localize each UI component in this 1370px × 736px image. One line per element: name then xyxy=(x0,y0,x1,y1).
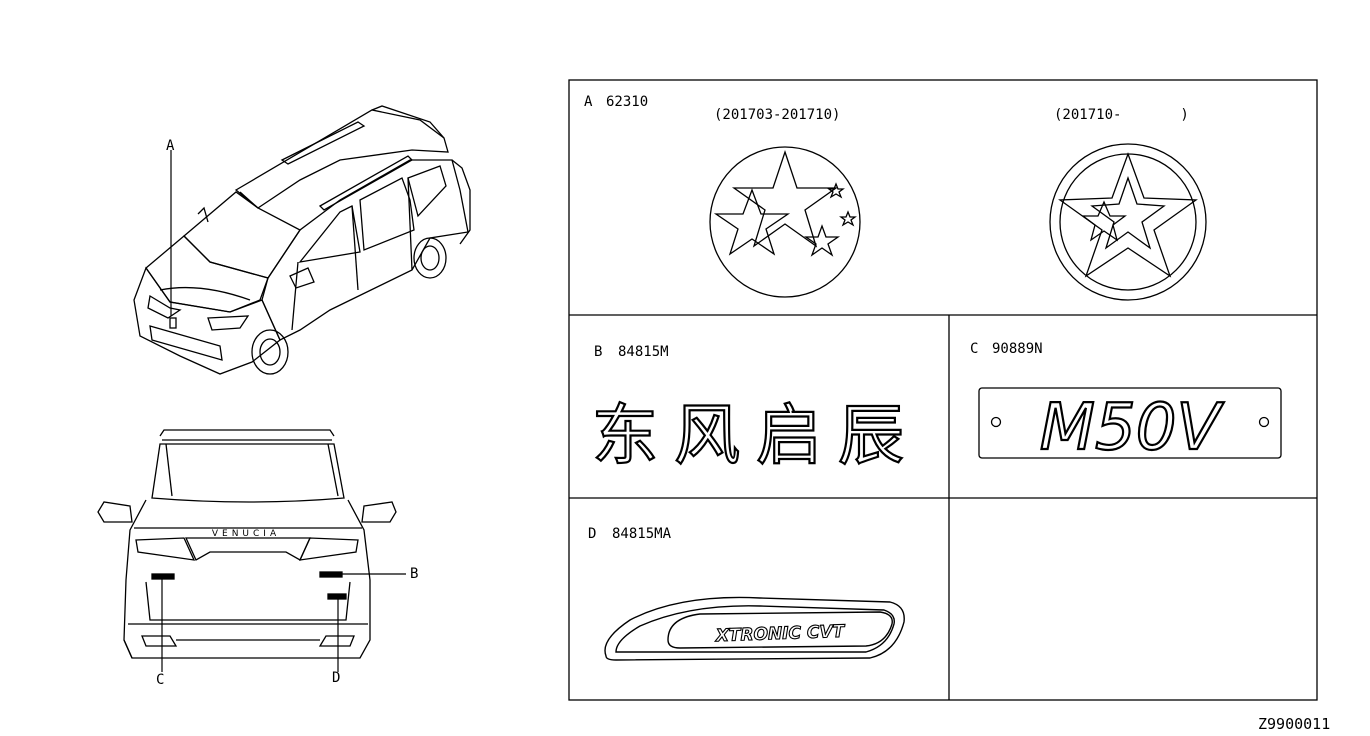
badge-b-mark xyxy=(319,571,343,578)
panel-b-letter: B xyxy=(594,344,603,360)
vehicle-rear-view xyxy=(97,429,397,659)
callout-label-c: C xyxy=(156,672,165,688)
badge-c-mark xyxy=(151,573,175,580)
callout-label-d: D xyxy=(332,670,341,686)
rear-badge-text: VENUCIA xyxy=(212,529,280,539)
emblem-c: M50V xyxy=(978,387,1282,466)
emblem-c-text: M50V xyxy=(1040,391,1225,465)
emblem-d-text: XTRONIC CVT xyxy=(714,622,845,647)
emblem-b-text: 东风启辰 xyxy=(592,397,920,474)
emblem-b: 东风启辰 xyxy=(591,396,920,475)
panel-a-variant-2-date: (201710- ) xyxy=(1054,107,1189,123)
panel-a-letter: A xyxy=(584,94,593,110)
panel-d-letter: D xyxy=(588,526,597,542)
emblem-d: XTRONIC CVT xyxy=(604,596,905,661)
panel-c-letter: C xyxy=(970,341,979,357)
badge-d-mark xyxy=(327,593,347,600)
vehicle-front-view xyxy=(133,105,471,375)
parts-table-frame xyxy=(568,79,1318,701)
emblem-a-variant-1 xyxy=(709,146,861,298)
callout-label-a: A xyxy=(166,138,175,154)
panel-b-part-number: 84815M xyxy=(618,344,669,360)
diagram-id: Z9900011 xyxy=(1258,715,1331,733)
panel-a-variant-1-date: (201703-201710) xyxy=(714,107,841,123)
panel-c-part-number: 90889N xyxy=(992,341,1043,357)
panel-d-part-number: 84815MA xyxy=(612,526,672,542)
callout-label-b: B xyxy=(410,566,419,582)
panel-a-part-number: 62310 xyxy=(606,94,649,110)
emblem-a-variant-2 xyxy=(1049,143,1207,301)
